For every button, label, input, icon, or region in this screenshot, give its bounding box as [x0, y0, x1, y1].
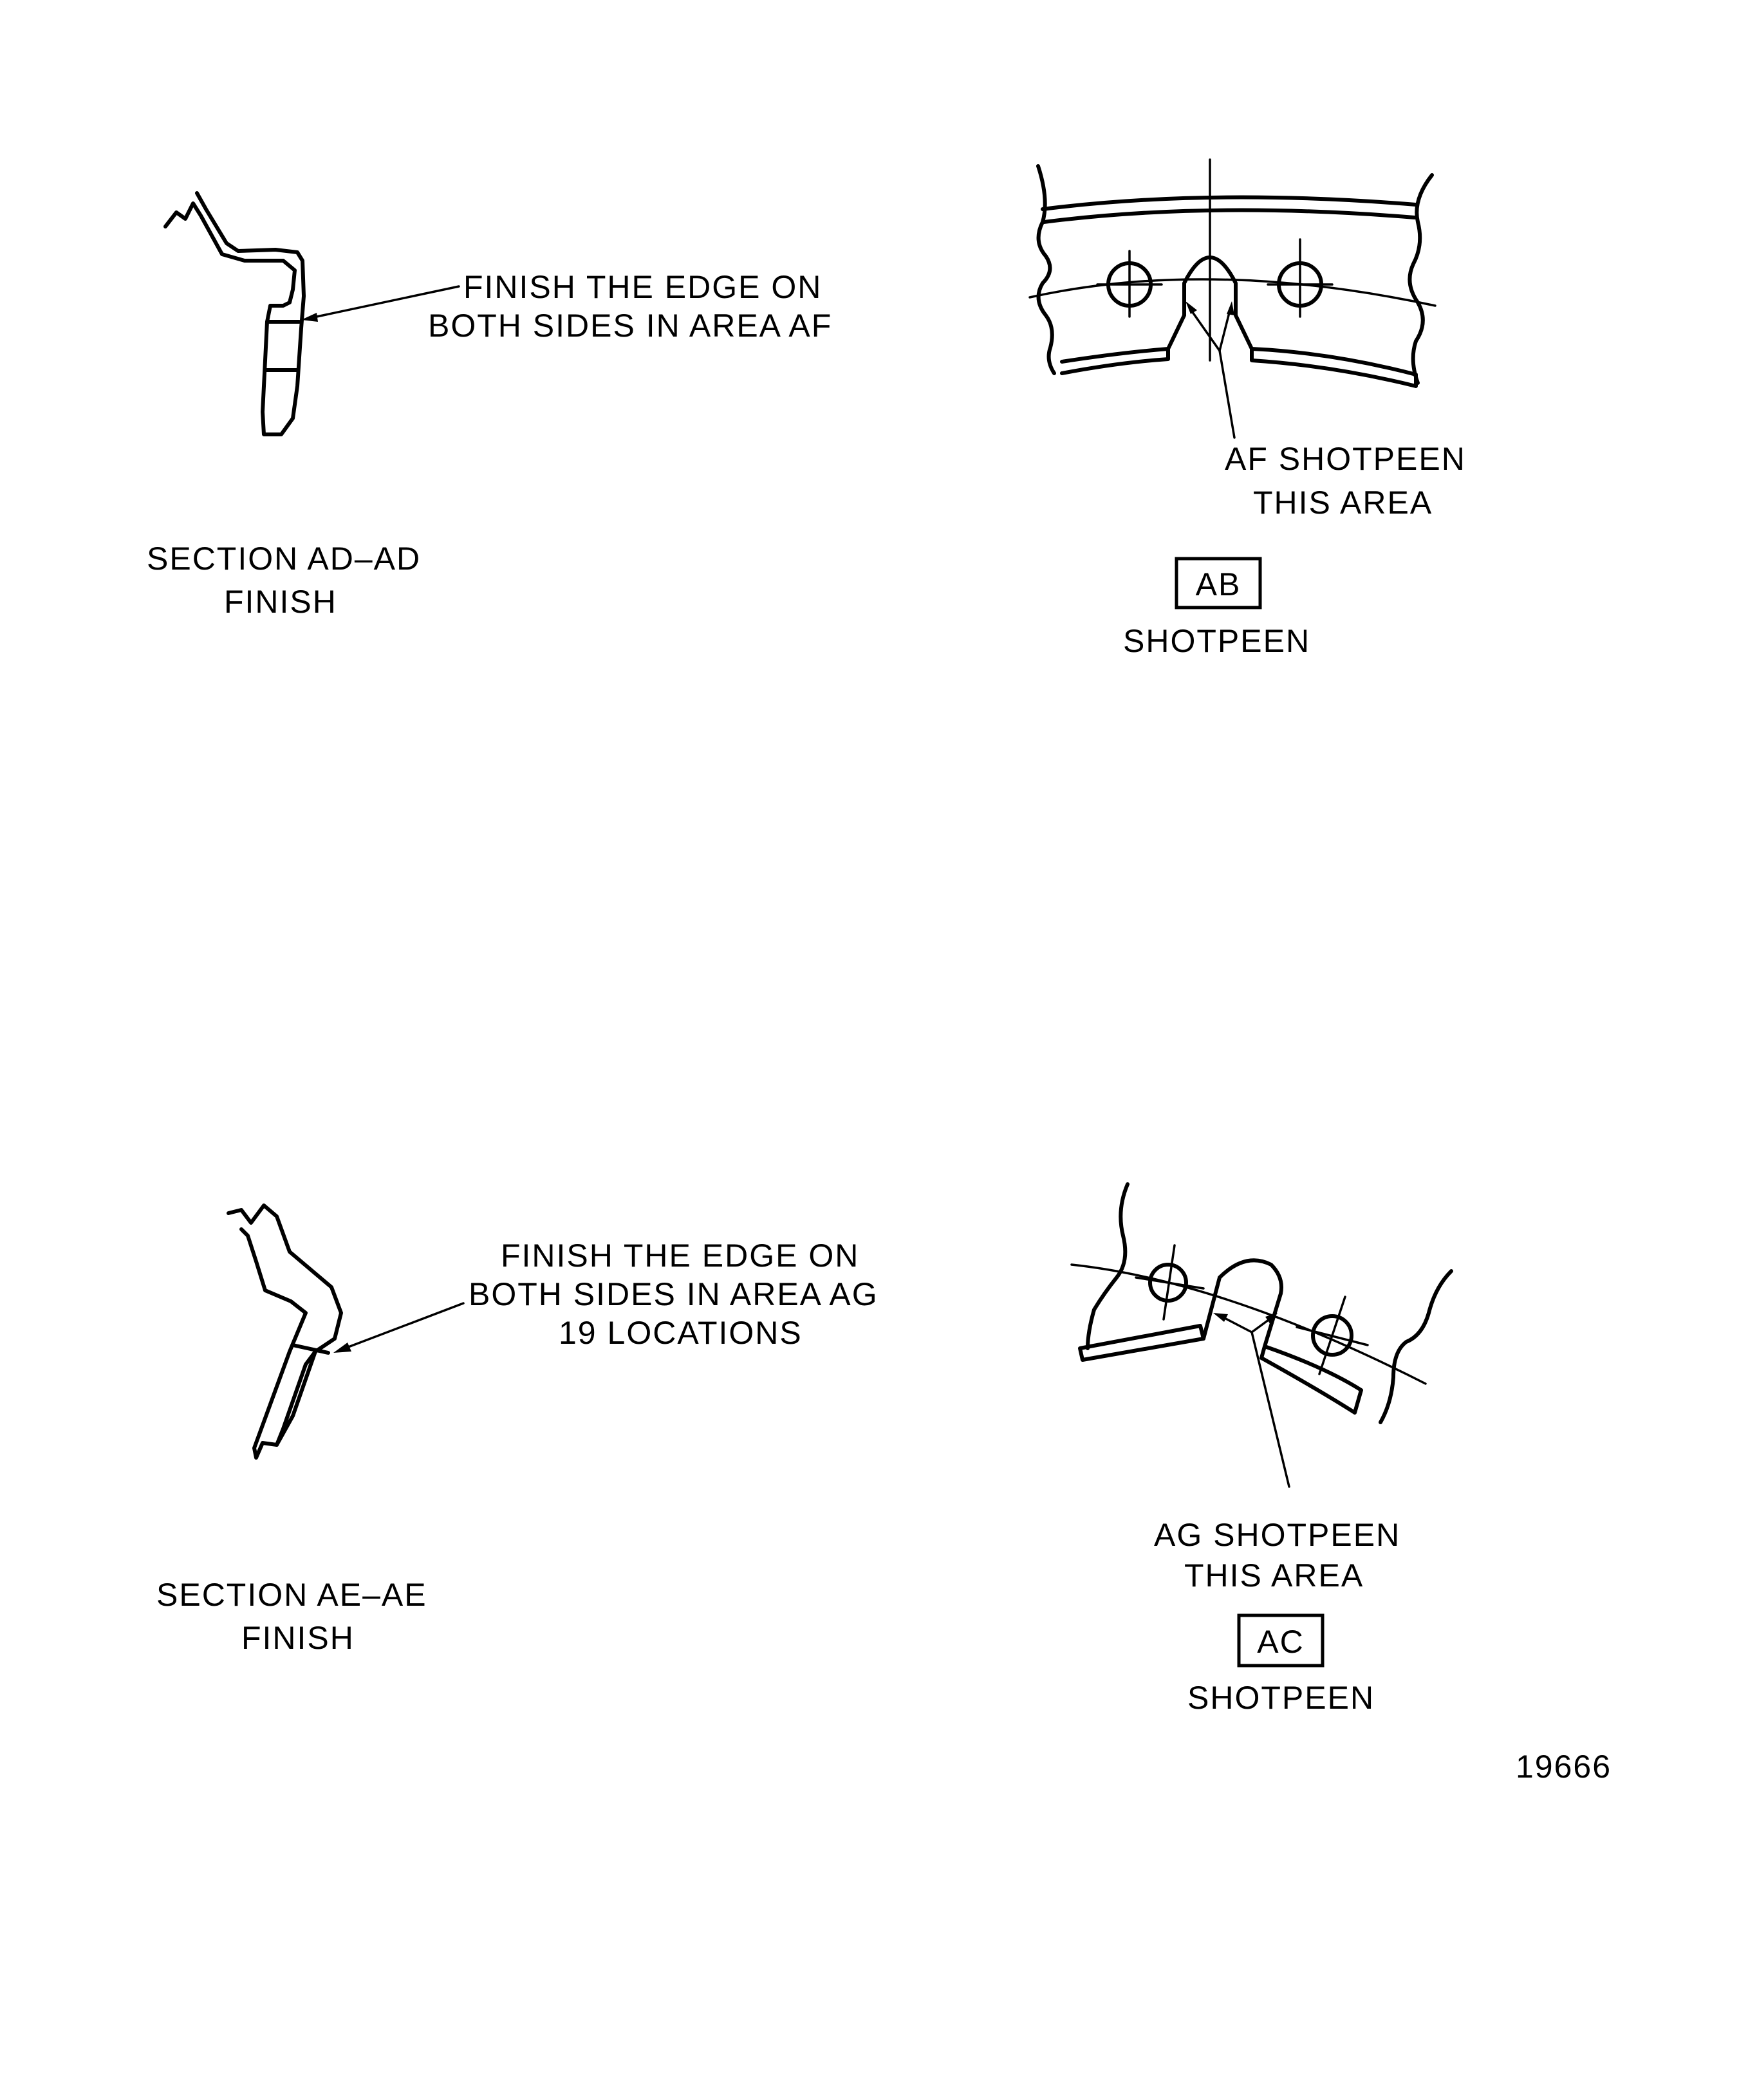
view-ab-centerlines [1028, 158, 1436, 362]
leader-text-line2: BOTH SIDES IN AREA AG [469, 1276, 879, 1312]
callout-text-line1: AF SHOTPEEN [1225, 441, 1466, 477]
leader-arrow-ag-finish [333, 1302, 465, 1353]
callout-text-line1: AG SHOTPEEN [1154, 1517, 1400, 1553]
callout-text-line2: THIS AREA [1184, 1557, 1364, 1594]
section-caption: SECTION AD–AD [147, 541, 421, 577]
view-caption: SHOTPEEN [1187, 1680, 1375, 1716]
section-ae-profile [227, 1203, 343, 1460]
view-label-box [1175, 557, 1262, 609]
leader-arrows-af-shotpeen [1185, 301, 1236, 439]
section-caption-sub: FINISH [241, 1620, 355, 1656]
section-caption: SECTION AE–AE [156, 1577, 427, 1613]
leader-arrows-ag-shotpeen [1213, 1313, 1290, 1488]
leader-arrow-af-finish [301, 285, 460, 322]
view-caption: SHOTPEEN [1123, 623, 1310, 659]
figure-number: 19666 [1516, 1749, 1612, 1785]
leader-text-line2: BOTH SIDES IN AREA AF [428, 308, 832, 344]
view-ac-ring-segment [1078, 1182, 1453, 1424]
section-ad-profile [163, 191, 306, 436]
leader-text-line3: 19 LOCATIONS [559, 1315, 803, 1351]
view-ac-centerlines [1070, 1244, 1427, 1385]
view-label: AC [1257, 1624, 1304, 1660]
leader-text-line1: FINISH THE EDGE ON [463, 269, 822, 305]
view-label: AB [1196, 566, 1241, 602]
section-caption-sub: FINISH [224, 584, 337, 620]
view-label-box [1237, 1613, 1325, 1668]
leader-text-line1: FINISH THE EDGE ON [501, 1238, 859, 1274]
callout-text-line2: THIS AREA [1253, 485, 1433, 521]
view-ab-ring-segment [1036, 164, 1434, 388]
